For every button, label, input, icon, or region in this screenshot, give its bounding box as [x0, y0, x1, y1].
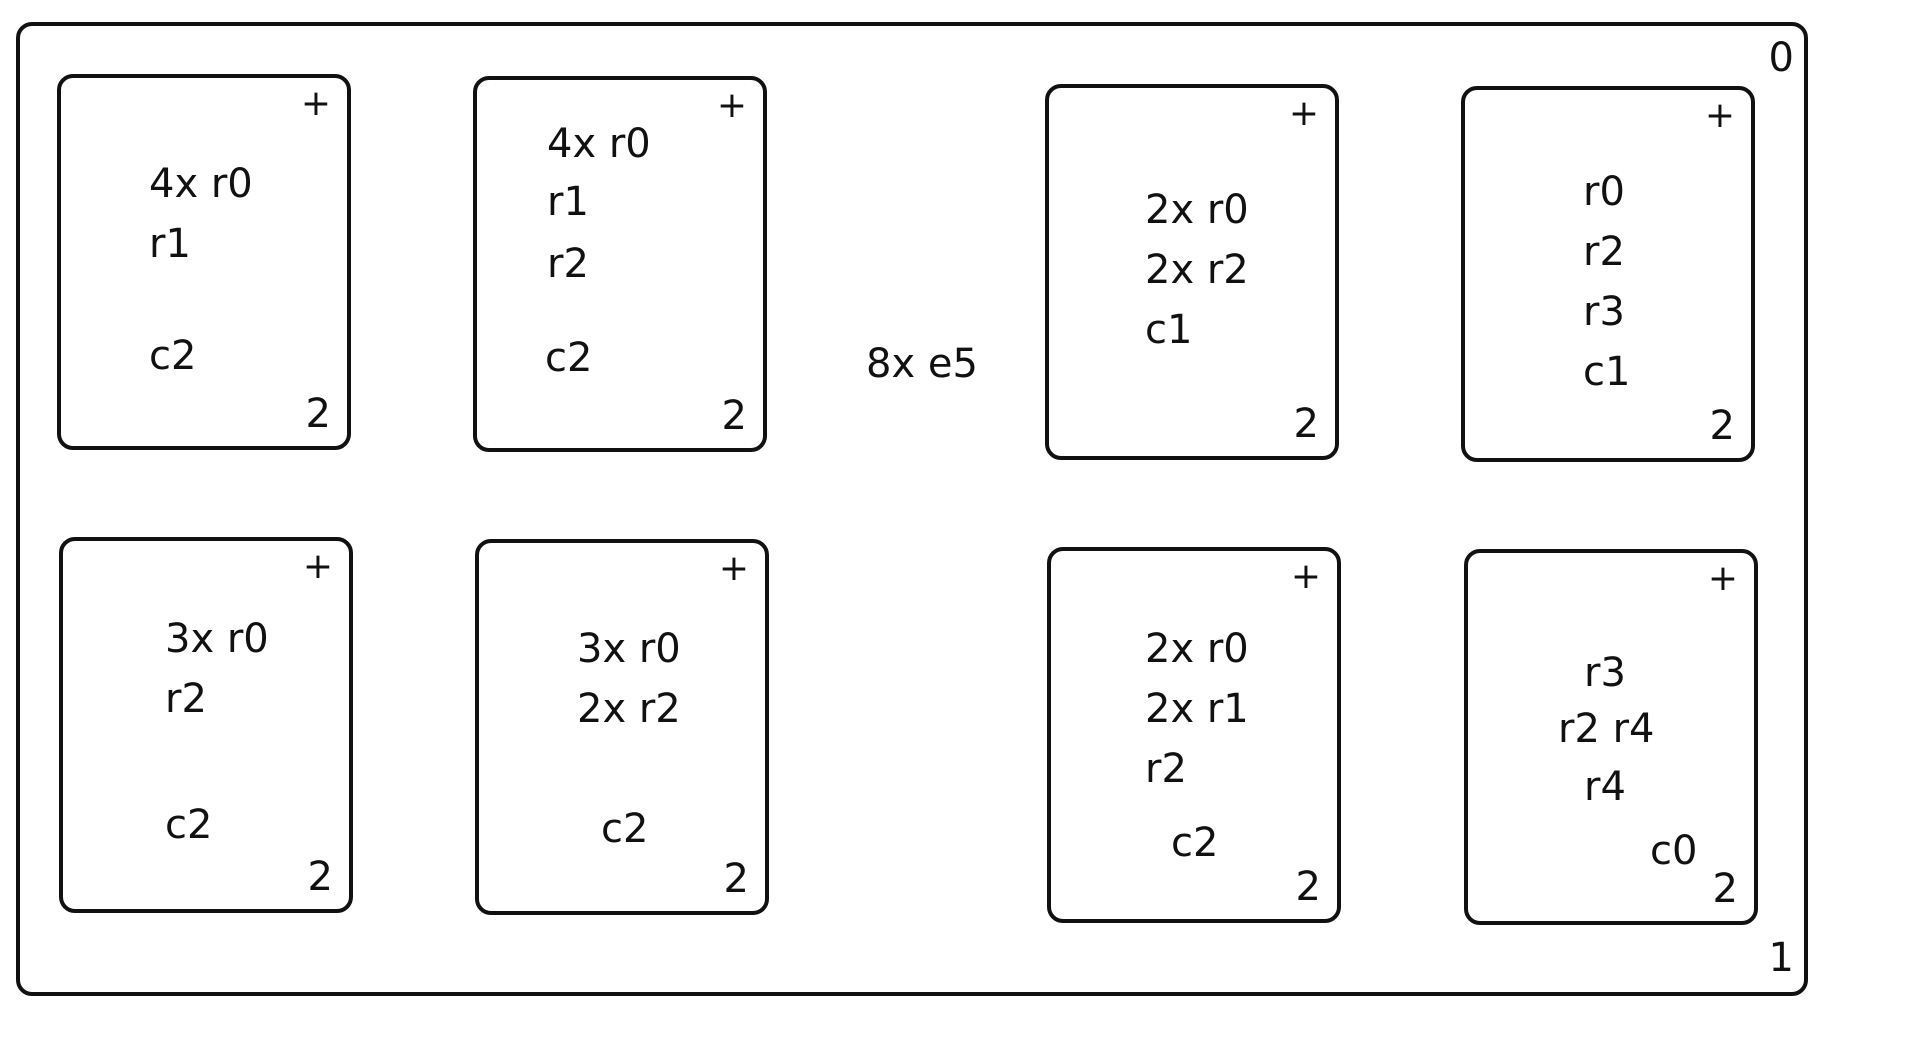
card-2: + 4x r0 r1 r2 c2 2	[473, 76, 767, 452]
card-line: r3	[1584, 650, 1626, 696]
card-line: r2 r4	[1558, 706, 1655, 752]
center-label: 8x e5	[866, 341, 978, 387]
card-plus: +	[1707, 558, 1738, 599]
card-line: c2	[149, 333, 197, 379]
card-line: r2	[165, 676, 207, 722]
card-line: r2	[1583, 229, 1625, 275]
card-8: + r3 r2 r4 r4 c0 2	[1464, 549, 1758, 925]
card-4: + r0 r2 r3 c1 2	[1461, 86, 1755, 462]
card-count: 2	[305, 391, 331, 437]
card-count: 2	[1295, 864, 1321, 910]
card-line: r4	[1584, 764, 1626, 810]
card-line: c2	[165, 802, 213, 848]
card-plus: +	[1290, 556, 1321, 597]
card-line: c2	[601, 806, 649, 852]
outer-container: 0 1	[16, 22, 1808, 996]
card-line: 4x r0	[547, 121, 651, 167]
card-line: 2x r1	[1145, 686, 1249, 732]
card-line: 3x r0	[165, 616, 269, 662]
card-plus: +	[300, 83, 331, 124]
outer-bottom-right-label: 1	[1768, 935, 1794, 981]
card-plus: +	[302, 546, 333, 587]
card-6: + 3x r0 2x r2 c2 2	[475, 539, 769, 915]
card-line: 2x r0	[1145, 626, 1249, 672]
card-count: 2	[1712, 866, 1738, 912]
card-line: c1	[1583, 349, 1631, 395]
card-line: 3x r0	[577, 626, 681, 672]
card-plus: +	[718, 548, 749, 589]
card-count: 2	[721, 393, 747, 439]
card-count: 2	[307, 854, 333, 900]
card-count: 2	[1709, 403, 1735, 449]
card-line: r2	[1145, 746, 1187, 792]
card-count: 2	[723, 856, 749, 902]
outer-top-right-label: 0	[1768, 35, 1794, 81]
card-line: 2x r2	[1145, 247, 1249, 293]
card-line: r1	[547, 179, 589, 225]
card-line: c2	[1171, 820, 1219, 866]
card-plus: +	[716, 85, 747, 126]
card-1: + 4x r0 r1 c2 2	[57, 74, 351, 450]
card-line: 2x r0	[1145, 187, 1249, 233]
card-line: r0	[1583, 169, 1625, 215]
card-count: 2	[1293, 401, 1319, 447]
card-line: r1	[149, 221, 191, 267]
card-line: r2	[547, 241, 589, 287]
card-line: r3	[1583, 289, 1625, 335]
card-line: c0	[1650, 828, 1698, 874]
card-line: c2	[545, 335, 593, 381]
card-line: c1	[1145, 307, 1193, 353]
card-line: 2x r2	[577, 686, 681, 732]
card-3: + 2x r0 2x r2 c1 2	[1045, 84, 1339, 460]
card-7: + 2x r0 2x r1 r2 c2 2	[1047, 547, 1341, 923]
card-line: 4x r0	[149, 161, 253, 207]
card-5: + 3x r0 r2 c2 2	[59, 537, 353, 913]
card-plus: +	[1704, 95, 1735, 136]
card-plus: +	[1288, 93, 1319, 134]
